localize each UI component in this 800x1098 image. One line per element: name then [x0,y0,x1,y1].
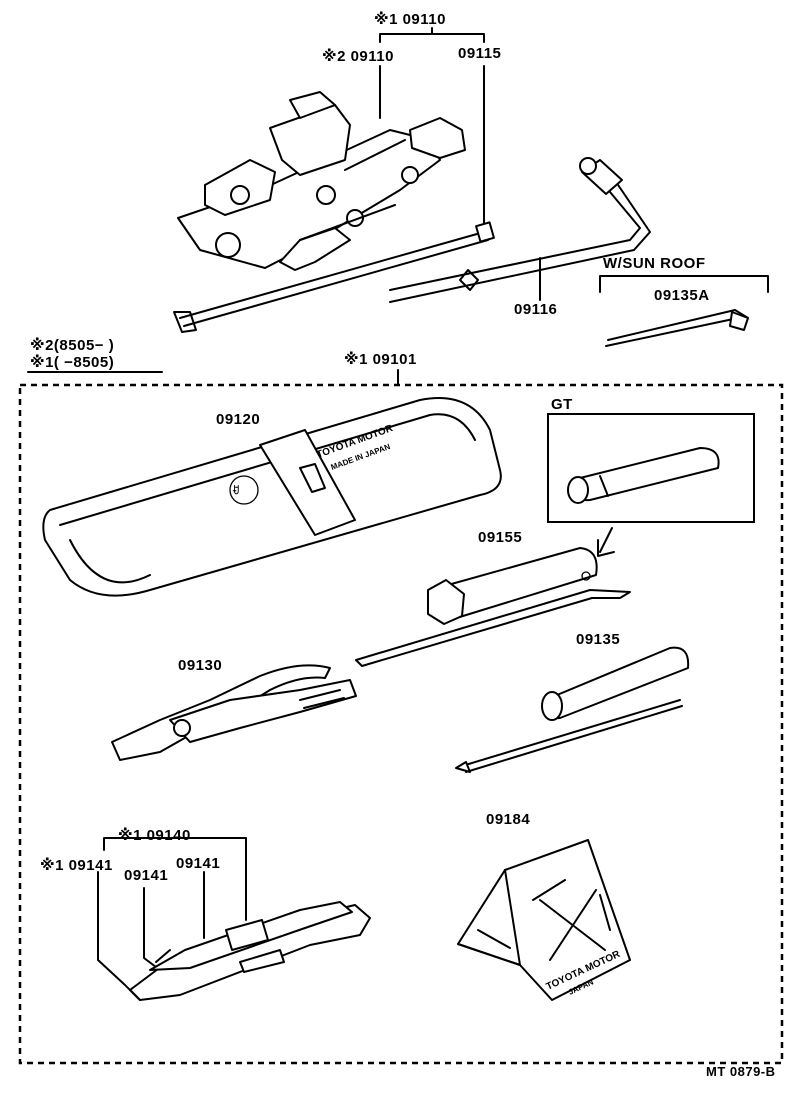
label-09130: 09130 [178,657,223,674]
jack-drawing [177,91,466,271]
label-09135A: 09135A [654,287,710,304]
label-gt: GT [551,396,573,413]
label-09135: 09135 [576,631,621,648]
wheel-chock-drawing: TOYOTA MOTOR JAPAN [457,839,631,1001]
screwdriver-drawing [455,646,690,773]
label-09141-b: 09141 [124,867,169,884]
label-09184: 09184 [486,811,531,828]
label-09140: ※1 09140 [118,827,191,844]
lug-wrench-drawing [389,157,651,303]
tool-kit-border [18,383,784,1065]
footer-code: MT 0879-B [706,1064,776,1079]
label-09120: 09120 [216,411,261,428]
label-09116: 09116 [514,301,558,318]
label-sunroof-header: W/SUN ROOF [603,255,706,272]
label-09101: ※1 09101 [344,351,417,368]
tool-bag-drawing: ꀀ TOYOTA MOTOR MADE IN JAPAN [42,397,502,597]
bracket-09110 [379,27,485,229]
sunroof-group [599,275,769,347]
label-date-2: ※2(8505− ) [30,337,115,354]
label-09115: 09115 [458,45,502,62]
label-group-09110: ※1 09110 [374,11,446,28]
label-09141-a: ※1 09141 [40,857,113,874]
label-09141-c: 09141 [176,855,221,872]
label-jack-09110: ※2 09110 [322,48,394,65]
wrench-set-drawing [125,901,371,1001]
wrench-brackets [97,837,247,986]
pliers-drawing [111,664,357,761]
jack-handle-drawing [173,221,495,333]
bag-logo-text: ꀀ [232,485,240,497]
plug-wrench-drawing [355,547,631,667]
label-09155: 09155 [478,529,523,546]
gt-box [547,413,755,557]
label-date-1: ※1( −8505) [30,354,115,371]
